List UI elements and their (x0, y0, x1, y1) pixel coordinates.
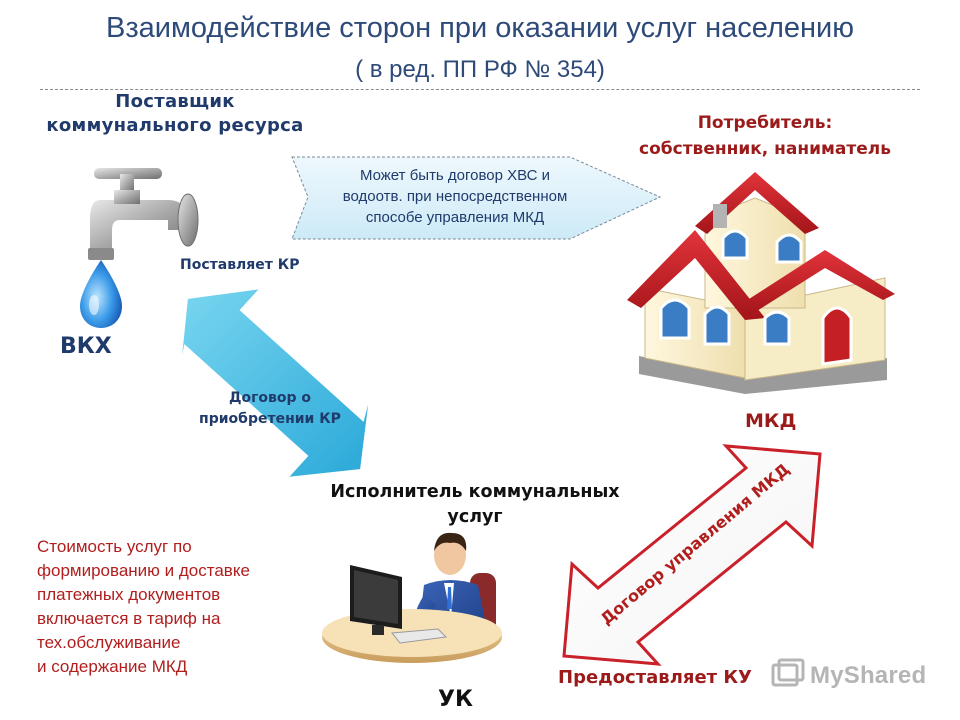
callout-line2: водоотв. при непосредственном (342, 188, 568, 205)
title-divider (40, 89, 920, 90)
mkd-label: МКД (745, 410, 797, 432)
consumer-heading-line2: собственник, наниматель (639, 139, 891, 159)
page-title: Взаимодействие сторон при оказании услуг… (106, 12, 854, 44)
office-worker-icon (322, 532, 502, 663)
contract-kr-line1: Договор о (228, 390, 311, 406)
watermark-text: MyShared (810, 662, 927, 689)
callout-arrow (291, 156, 662, 240)
water-tap-icon (80, 168, 199, 328)
page-subtitle: ( в ред. ПП РФ № 354) (355, 56, 605, 83)
supplier-heading-line2: коммунального ресурса (46, 115, 304, 136)
contract-kr-line2: приобретении КР (199, 411, 341, 427)
cost-note-line2: формированию и доставке (37, 561, 250, 580)
house-icon (627, 172, 895, 394)
callout-line1: Может быть договор ХВС и (359, 167, 551, 184)
cost-note-line4: включается в тариф на (37, 609, 221, 628)
supplies-kr-label: Поставляет КР (180, 257, 300, 273)
supplier-heading-line1: Поставщик (115, 91, 235, 112)
cost-note-line5: тех.обслуживание (37, 633, 181, 652)
uk-label: УК (438, 687, 473, 712)
cost-note: Стоимость услуг по формированию и достав… (37, 535, 322, 679)
double-arrow-supply (178, 286, 372, 480)
cost-note-line6: и содержание МКД (37, 657, 188, 676)
callout-text: Может быть договор ХВС и водоотв. при не… (300, 165, 610, 228)
consumer-heading-line1: Потребитель: (697, 113, 833, 133)
executor-heading-line1: Исполнитель коммунальных (330, 482, 620, 502)
executor-heading: Исполнитель коммунальных услуг (280, 480, 670, 530)
contract-kr-label: Договор о приобретении КР (180, 388, 360, 430)
cost-note-line3: платежных документов (37, 585, 221, 604)
supplier-heading: Поставщик коммунального ресурса (20, 90, 330, 138)
cost-note-line1: Стоимость услуг по (37, 537, 192, 556)
provides-ku-label: Предоставляет КУ (558, 667, 752, 688)
vkh-label: ВКХ (60, 334, 112, 359)
consumer-heading: Потребитель: собственник, наниматель (595, 110, 935, 162)
double-arrow-management (562, 444, 822, 666)
executor-heading-line2: услуг (447, 507, 503, 527)
callout-line3: способе управления МКД (365, 209, 545, 226)
watermark-logo-icon (771, 658, 805, 687)
